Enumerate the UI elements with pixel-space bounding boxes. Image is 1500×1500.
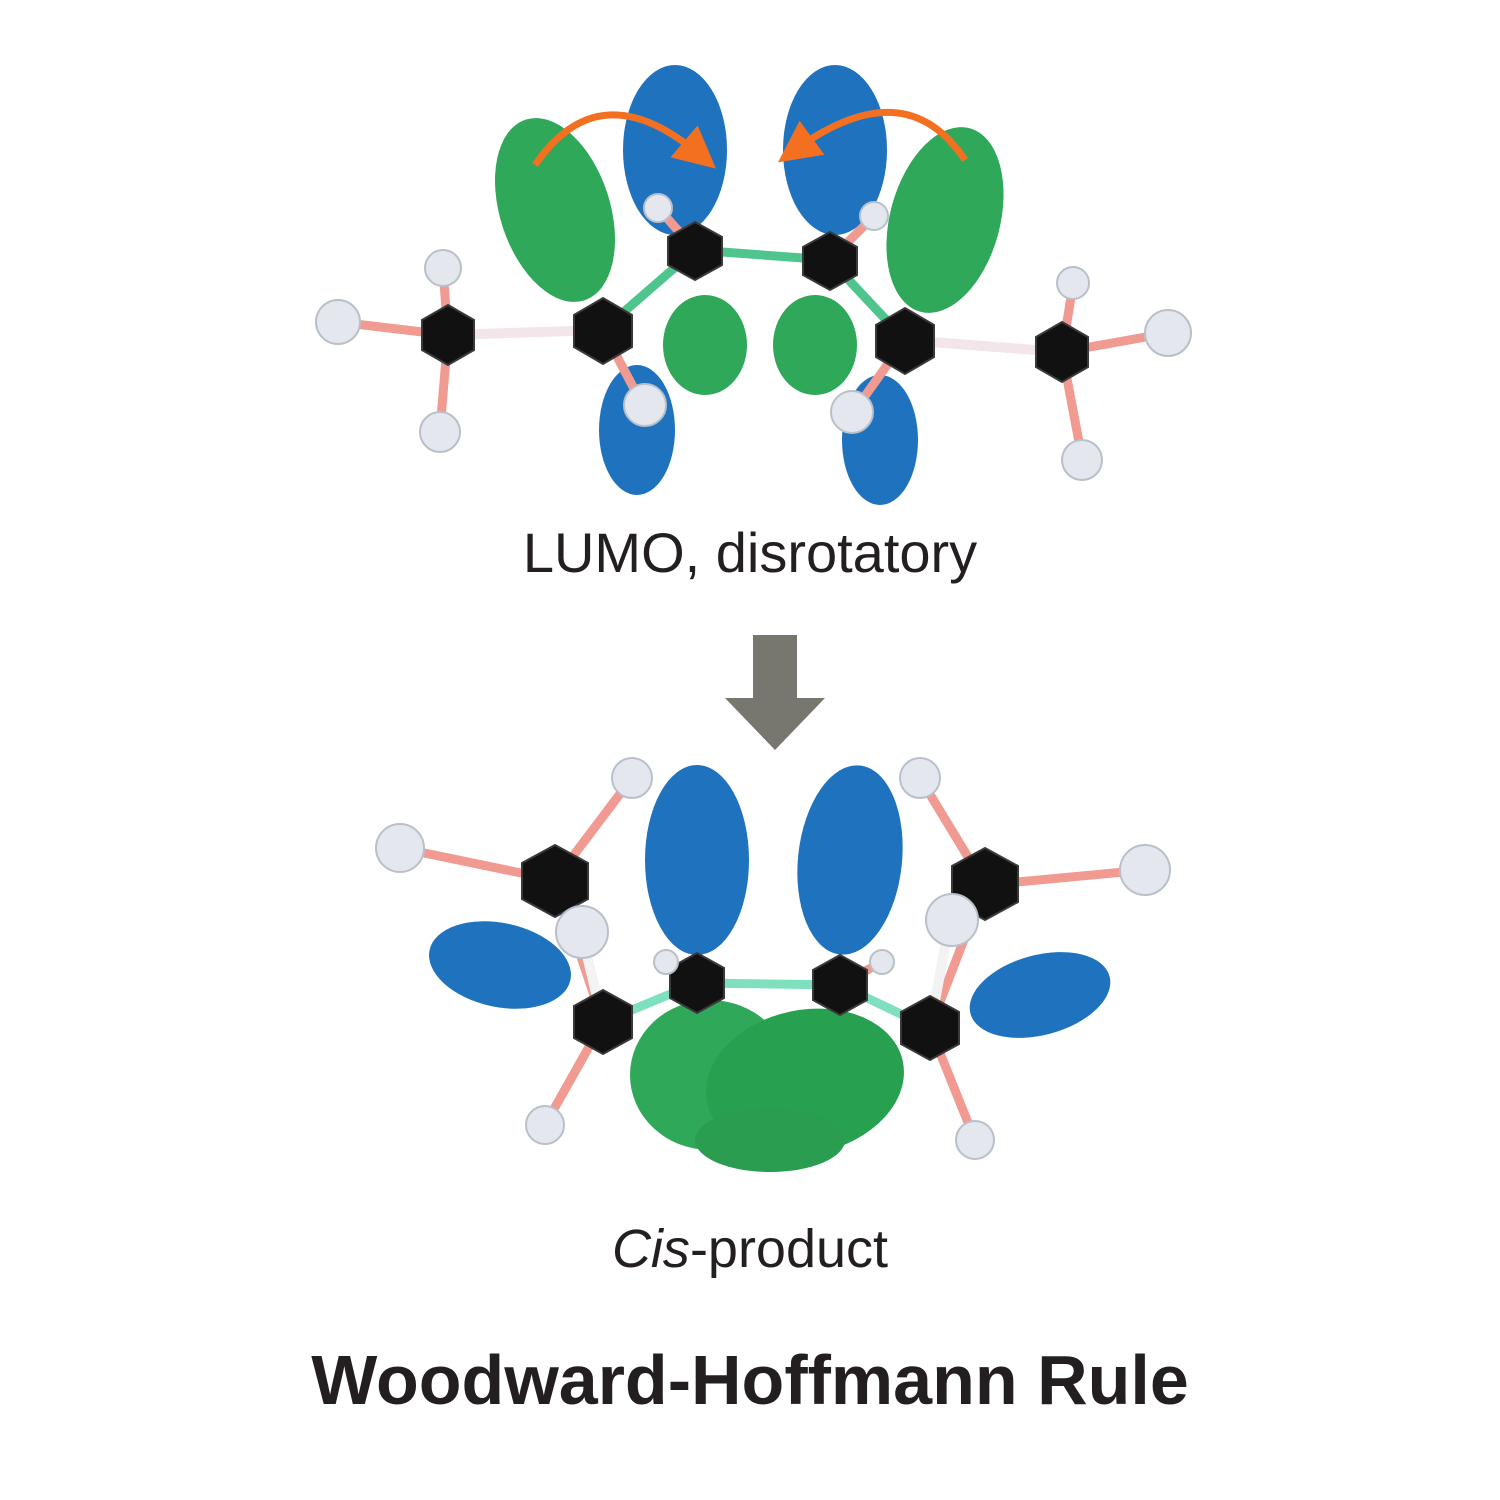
carbon-atom: [802, 230, 858, 292]
hydrogen-atom: [925, 893, 979, 947]
hydrogen-atom: [555, 905, 609, 959]
blue-lobe-left-bottom: [599, 365, 675, 495]
carbon-atom: [521, 843, 589, 919]
reaction-arrow-shaft: [753, 635, 797, 700]
green-lobe-bottom-tip: [695, 1108, 845, 1172]
bottom-hydrogens: [375, 757, 1171, 1160]
blue-lobe-inner-left-top: [623, 65, 727, 235]
hydrogen-atom: [1061, 439, 1103, 481]
bottom-molecule-model: [375, 757, 1171, 1172]
hydrogen-atom: [1119, 844, 1171, 896]
hydrogen-atom: [315, 299, 361, 345]
blue-lobe-outer-right: [969, 952, 1111, 1038]
hydrogen-atom: [1056, 266, 1090, 300]
hydrogen-atom: [899, 757, 941, 799]
rotation-arrow-left: [532, 111, 717, 169]
reaction-arrow: [725, 635, 825, 750]
rotation-arrow-right: [778, 108, 968, 163]
carbon-atom: [573, 988, 633, 1056]
hydrogen-atom: [419, 411, 461, 453]
hydrogen-atom: [955, 1120, 995, 1160]
green-lobe-inner-right-bottom: [773, 295, 857, 395]
blue-lobe-inner-right-top: [783, 65, 887, 235]
hydrogen-atom: [1144, 309, 1192, 357]
product-caption: Cis-product: [0, 1218, 1500, 1280]
carbon-atom: [573, 296, 633, 366]
top-molecule-model: [315, 65, 1192, 505]
carbon-atom: [667, 220, 723, 282]
hydrogen-atom: [643, 193, 673, 223]
carbon-atom: [812, 953, 868, 1017]
product-caption-rest: -product: [689, 1219, 889, 1279]
lumo-caption: LUMO, disrotatory: [522, 521, 978, 584]
diagram-title: Woodward-Hoffmann Rule: [311, 1341, 1189, 1419]
hydrogen-atom: [869, 949, 895, 975]
carbon-atom: [875, 306, 935, 376]
hydrogen-atom: [623, 383, 667, 427]
blue-lobe-inner-right: [797, 765, 903, 955]
carbon-atom: [421, 303, 475, 367]
hydrogen-atom: [653, 949, 679, 975]
hydrogen-atom: [611, 757, 653, 799]
hydrogen-atom: [525, 1105, 565, 1145]
hydrogen-atom: [424, 249, 462, 287]
product-caption-italic: Cis: [611, 1219, 690, 1279]
carbon-atom: [900, 994, 960, 1062]
blue-lobe-outer-left: [429, 921, 571, 1009]
top-hydrogens: [315, 193, 1192, 481]
hydrogen-atom: [375, 823, 425, 873]
reaction-arrow-head: [725, 698, 825, 750]
hydrogen-atom: [830, 390, 874, 434]
green-lobe-inner-left-bottom: [663, 295, 747, 395]
green-lobe-left-top: [495, 118, 615, 302]
top-carbons: [421, 220, 1089, 384]
hydrogen-atom: [859, 201, 889, 231]
green-lobe-right-top: [886, 127, 1004, 313]
blue-lobe-inner-left: [645, 765, 749, 955]
carbon-atom: [1035, 320, 1089, 384]
